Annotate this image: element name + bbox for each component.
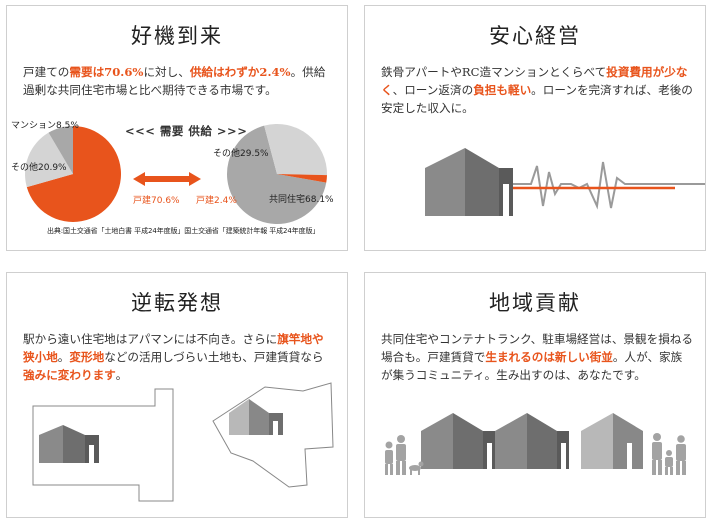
panel-reverse-thinking: 逆転発想 駅から遠い住宅地はアパマンには不向き。さらに旗竿地や狭小地。変形地など…: [6, 272, 348, 518]
highlight-text: 変形地: [69, 350, 105, 364]
irregular-lot-outline: [212, 382, 334, 488]
pie-label-apartment: 共同住宅68.1%: [269, 195, 334, 205]
pie-slice: [48, 126, 73, 174]
land-shapes-illustration: [32, 382, 334, 502]
body-text: などの活用しづらい土地も、戸建賃貸なら: [104, 350, 324, 364]
panel-body: 戸建ての需要は70.6%に対し、供給はわずか2.4%。供給過剰な共同住宅市場と比…: [23, 63, 335, 99]
house-income-illustration: [425, 148, 705, 216]
pie-slice: [26, 126, 121, 223]
people-with-dog-icon: [385, 435, 424, 475]
pie-slice: [24, 132, 73, 188]
panel-body: 鉄骨アパートやRC造マンションとくらべて投資費用が少なく、ローン返済の負担も軽い…: [381, 63, 693, 117]
panel-title: 好機到来: [131, 24, 223, 48]
body-text: 。: [57, 350, 70, 364]
fluctuating-income-line: [513, 161, 705, 210]
highlight-text: 旗竿地や狭小地: [23, 332, 324, 364]
highlight-text: 強みに変わります: [23, 368, 116, 382]
highlight-text: 負担も軽い: [473, 83, 532, 97]
highlight-text: 供給はわずか2.4%: [189, 65, 291, 79]
pie-chart-demand: [24, 126, 121, 223]
demand-supply-label: <<< 需要 供給 >>>: [125, 124, 248, 138]
panel-good-opportunity: 好機到来 戸建ての需要は70.6%に対し、供給はわずか2.4%。供給過剰な共同住…: [6, 5, 348, 251]
panel-community-contribution: 地域貢献 共同住宅やコンテナトランク、駐車場経営は、景観を損ねる場合も。戸建賃貸…: [364, 272, 706, 518]
pie-slice: [264, 124, 327, 176]
townscape-illustration: [385, 413, 686, 475]
family-icon: [652, 433, 686, 475]
highlight-text: 生まれるのは新しい街並: [485, 350, 613, 364]
pie-label-detached-demand: 戸建70.6%: [133, 196, 180, 206]
panel-body: 共同住宅やコンテナトランク、駐車場経営は、景観を損ねる場合も。戸建賃貸で生まれる…: [381, 330, 693, 384]
body-text: 戸建ての: [23, 65, 70, 79]
body-text: に対し、: [143, 65, 190, 79]
house-icon: [39, 425, 99, 463]
highlight-text: 需要は70.6%: [69, 65, 144, 79]
panel-title: 逆転発想: [131, 291, 223, 315]
body-text: 。供給過剰な共同住宅市場と比べ期待できる市場です。: [23, 65, 326, 97]
source-note: 出典:国土交通省「土地白書 平成24年度版」国土交通省「建築統計年報 平成24年…: [47, 227, 320, 235]
pie-label-mansion: マンション8.5%: [11, 121, 79, 131]
panel-stable-management: 安心経営 鉄骨アパートやRC造マンションとくらべて投資費用が少なく、ローン返済の…: [364, 5, 706, 251]
body-text: 駅から遠い住宅地はアパマンには不向き。さらに: [23, 332, 278, 346]
panel-body: 駅から遠い住宅地はアパマンには不向き。さらに旗竿地や狭小地。変形地などの活用しづ…: [23, 330, 335, 384]
house-icon: [425, 148, 513, 216]
double-arrow-icon: [133, 172, 201, 186]
pie-label-other-demand: その他20.9%: [11, 163, 67, 173]
house-icon: [495, 413, 569, 469]
body-text: 。ローンを完済すれば、老後の安定した収入に。: [381, 83, 693, 115]
panel-title: 地域貢献: [489, 291, 581, 315]
house-icon: [229, 399, 283, 435]
pie-slice: [226, 125, 327, 224]
pie-slice: [277, 174, 327, 183]
body-text: 。人が、家族が集うコミュニティ。生み出すのは、あなたです。: [381, 350, 683, 382]
pie-chart-supply: [226, 124, 327, 224]
highlight-text: 投資費用が少なく: [381, 65, 688, 97]
pie-label-other-supply: その他29.5%: [213, 149, 269, 159]
body-text: 、ローン返済の: [392, 83, 474, 97]
body-text: 。: [115, 368, 128, 382]
house-icon: [421, 413, 495, 469]
pie-charts: [24, 124, 327, 224]
flag-lot-outline: [32, 388, 174, 502]
pie-label-detached-supply: 戸建2.4%: [196, 196, 237, 206]
body-text: 共同住宅やコンテナトランク、駐車場経営は、景観を損ねる場合も。戸建賃貸で: [381, 332, 693, 364]
house-icon: [581, 413, 643, 469]
body-text: 鉄骨アパートやRC造マンションとくらべて: [381, 65, 607, 79]
panel-title: 安心経営: [489, 24, 581, 48]
